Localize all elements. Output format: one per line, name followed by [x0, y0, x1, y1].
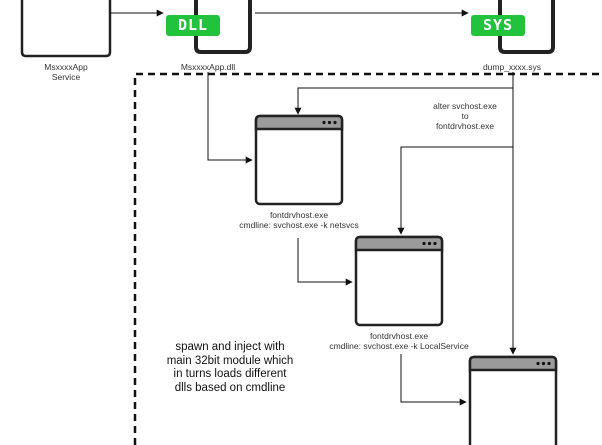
alter-note-line1: alter svchost.exe — [433, 101, 497, 111]
fontdrv-window-1 — [254, 114, 344, 206]
alter-note-line2: to — [461, 111, 469, 121]
service-node — [20, 0, 112, 58]
arrow-fontdrv1-to-fontdrv2 — [297, 238, 353, 286]
dll-node — [194, 0, 252, 54]
injection-boundary — [133, 72, 602, 445]
alter-note-line3: fontdrvhost.exe — [435, 121, 495, 131]
service-label-line2: Service — [51, 72, 81, 82]
description-line2: main 32bit module which — [166, 354, 294, 367]
dll-badge: DLL — [166, 15, 220, 36]
arrow-sys-to-fontdrv1 — [294, 87, 513, 115]
service-label: MsxxxxApp Service — [16, 62, 116, 82]
sys-node — [498, 0, 555, 54]
fontdrv1-cmdline: cmdline: svchost.exe -k netsvcs — [239, 220, 359, 230]
fontdrv2-cmdline: cmdline: svchost.exe -k LocalService — [329, 341, 469, 351]
target-window-3 — [468, 355, 558, 445]
alter-note: alter svchost.exe to fontdrvhost.exe — [420, 101, 510, 131]
fontdrv2-name: fontdrvhost.exe — [369, 331, 429, 341]
arrow-sys-to-fontdrv2 — [397, 146, 513, 235]
fontdrv-window-2 — [354, 235, 444, 327]
arrow-fontdrv2-to-window3 — [400, 354, 467, 406]
description-line3: in turns loads different — [173, 368, 287, 380]
fontdrv2-label: fontdrvhost.exe cmdline: svchost.exe -k … — [314, 331, 484, 351]
arrow-dll-to-fontdrv1 — [207, 72, 253, 164]
sys-badge: SYS — [471, 15, 525, 36]
description-line4: dlls based on cmdline — [174, 381, 286, 394]
sys-label: dump_xxxx.sys — [482, 62, 542, 72]
description-note: spawn and inject with main 32bit module … — [155, 341, 305, 395]
service-label-line1: MsxxxxApp — [44, 62, 88, 72]
dll-label: MsxxxxApp.dll — [180, 62, 236, 72]
fontdrv1-name: fontdrvhost.exe — [269, 210, 329, 220]
fontdrv1-label: fontdrvhost.exe cmdline: svchost.exe -k … — [219, 210, 379, 230]
description-line1: spawn and inject with — [175, 341, 285, 353]
